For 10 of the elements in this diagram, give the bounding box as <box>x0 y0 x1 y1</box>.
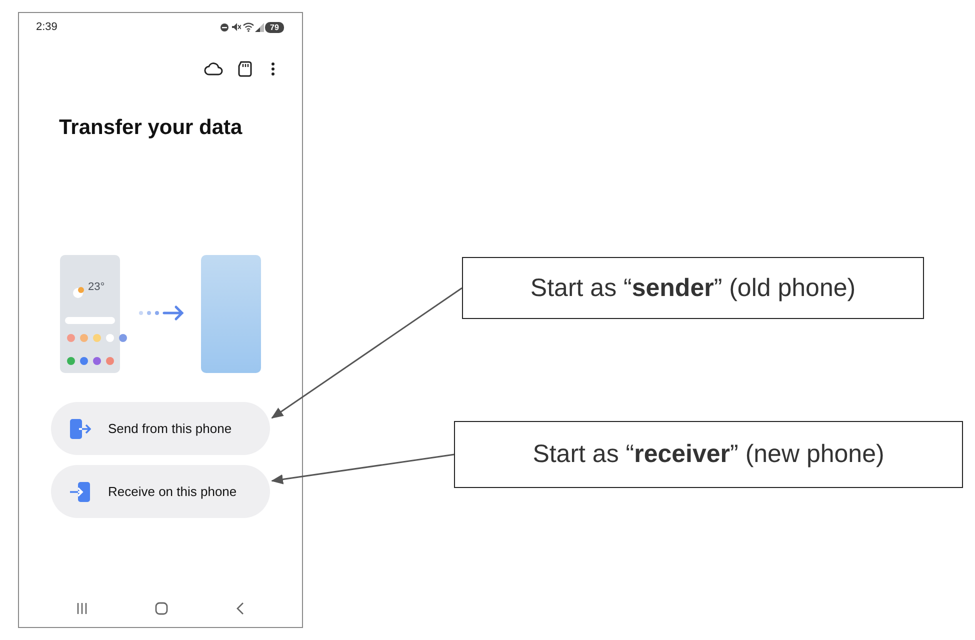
receive-option-button: Receive on this phone <box>51 465 270 518</box>
battery-icon: 79 <box>265 22 284 33</box>
leader-arrow <box>271 287 462 419</box>
temperature-text: 23° <box>88 281 105 293</box>
status-time: 2:39 <box>36 21 58 33</box>
callout-box: Start as “sender” (old phone) <box>462 257 924 319</box>
send-option-button: Send from this phone <box>51 402 270 455</box>
screen-title: Transfer your data <box>59 116 242 140</box>
leader-arrow <box>271 454 454 484</box>
callout-box: Start as “receiver” (new phone) <box>454 421 963 488</box>
